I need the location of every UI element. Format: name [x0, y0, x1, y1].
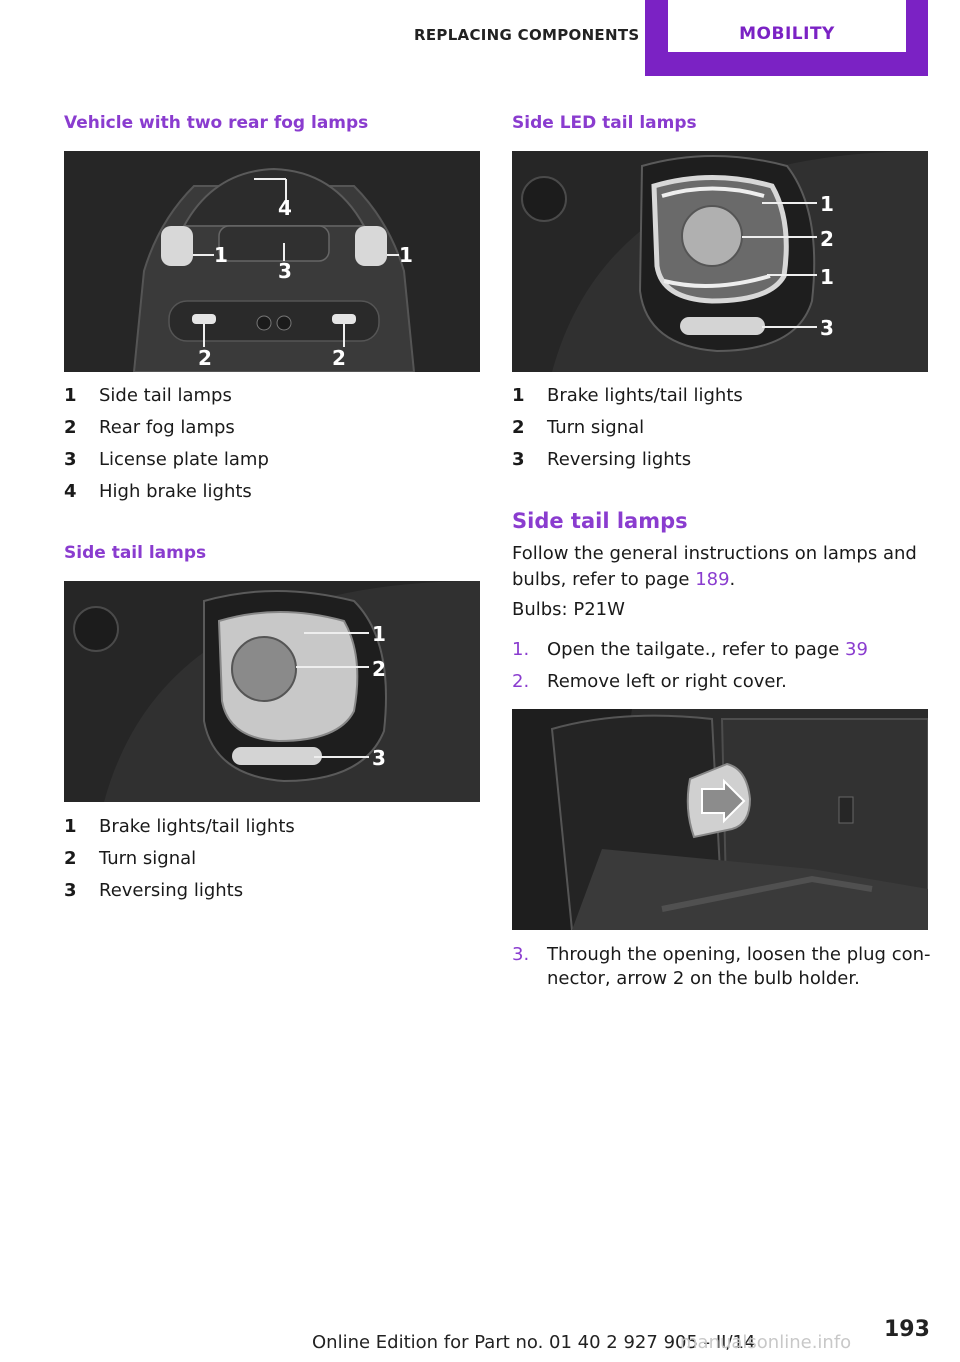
legend-text: License plate lamp	[99, 449, 269, 470]
legend-number: 4	[64, 481, 77, 502]
chapter-tab-label: MOBILITY	[739, 24, 835, 44]
step-text-line2: nector, arrow 2 on the bulb holder.	[547, 968, 860, 989]
intro-text: Follow the general instructions on lamps…	[512, 543, 917, 590]
legend-text: Turn signal	[99, 848, 197, 869]
step-text: Open the tailgate., refer to page 39	[547, 639, 868, 660]
fig2-callout-2: 2	[372, 657, 386, 681]
legend-text: Brake lights/tail lights	[547, 385, 743, 406]
fig3-callout-1b: 1	[820, 265, 834, 289]
legend-text: High brake lights	[99, 481, 252, 502]
step-number: 1.	[512, 639, 530, 660]
fig1-callout-2b: 2	[332, 346, 346, 370]
fig1-callout-4: 4	[278, 196, 292, 220]
legend-number: 3	[512, 449, 525, 470]
intro-end: .	[729, 569, 736, 590]
legend-text: Rear fog lamps	[99, 417, 235, 438]
cover-removal-figure	[512, 709, 928, 930]
fig1-callout-1a: 1	[214, 243, 228, 267]
legend-number: 1	[64, 385, 77, 406]
legend-number: 1	[64, 816, 77, 837]
intro-paragraph: Follow the general instructions on lamps…	[512, 541, 928, 593]
running-header-section: REPLACING COMPONENTS	[414, 26, 640, 44]
legend-number: 3	[64, 880, 77, 901]
watermark: manualsonline.info	[680, 1332, 852, 1353]
legend-text: Reversing lights	[547, 449, 692, 470]
legend-number: 2	[64, 848, 77, 869]
led-tail-lamp-figure: 1 2 1 3	[512, 151, 928, 372]
page-link-189[interactable]: 189	[695, 569, 730, 590]
edition-footer: Online Edition for Part no. 01 40 2 927 …	[312, 1332, 756, 1353]
fig3-callout-2: 2	[820, 227, 834, 251]
side-tail-lamp-figure: 1 2 3	[64, 581, 480, 802]
fig3-title: Side LED tail lamps	[512, 113, 697, 133]
fig3-callout-1a: 1	[820, 192, 834, 216]
step-number: 2.	[512, 671, 530, 692]
fig2-callout-3: 3	[372, 746, 386, 770]
legend-number: 3	[64, 449, 77, 470]
chapter-tab-inner	[668, 0, 906, 52]
fig1-title: Vehicle with two rear fog lamps	[64, 113, 369, 133]
page-link-39[interactable]: 39	[845, 639, 868, 660]
legend-text: Side tail lamps	[99, 385, 232, 406]
legend-text: Reversing lights	[99, 880, 244, 901]
legend-text: Turn signal	[547, 417, 645, 438]
legend-number: 1	[512, 385, 525, 406]
fig1-callout-3: 3	[278, 259, 292, 283]
fig3-callout-3: 3	[820, 316, 834, 340]
fig2-title: Side tail lamps	[64, 543, 207, 563]
legend-number: 2	[64, 417, 77, 438]
bulbs-spec: Bulbs: P21W	[512, 599, 625, 620]
legend-number: 2	[512, 417, 525, 438]
page-number: 193	[884, 1317, 930, 1342]
fig1-callout-2a: 2	[198, 346, 212, 370]
rear-view-figure: 4 1 1 3 2 2	[64, 151, 480, 372]
fig2-callout-1: 1	[372, 622, 386, 646]
legend-text: Brake lights/tail lights	[99, 816, 295, 837]
step-text-line1: Through the opening, loosen the plug con…	[547, 944, 931, 965]
step-number: 3.	[512, 944, 530, 965]
fig1-callout-1b: 1	[399, 243, 413, 267]
section-title: Side tail lamps	[512, 509, 688, 533]
step-text: Remove left or right cover.	[547, 671, 787, 692]
